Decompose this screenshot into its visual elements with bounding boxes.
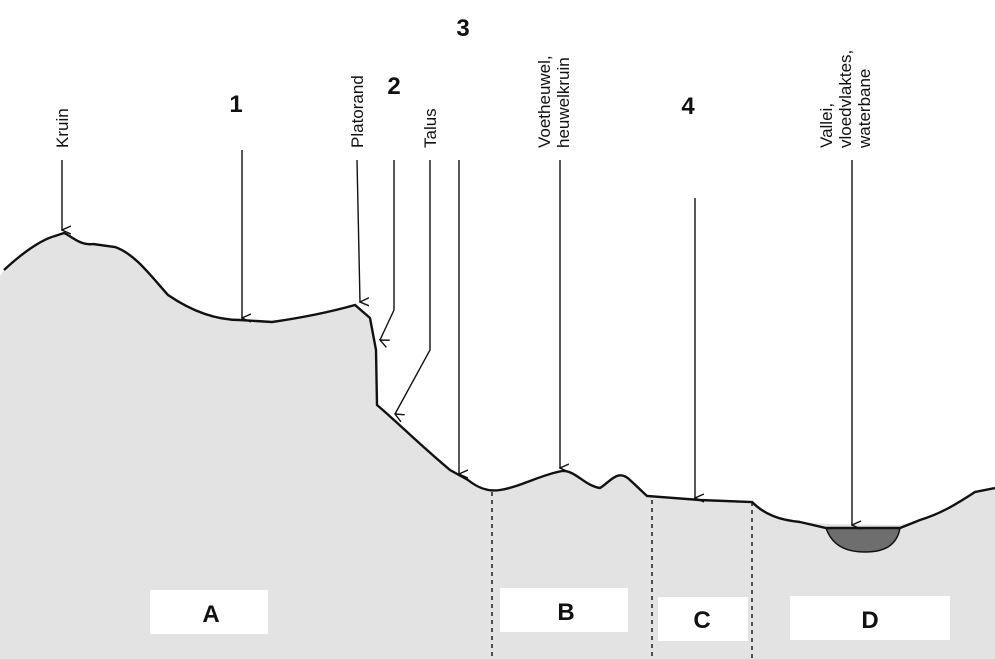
zone-label-c: C — [693, 607, 710, 634]
box-2 — [374, 62, 414, 100]
zone-box-d — [790, 596, 950, 640]
number-2: 2 — [387, 73, 400, 100]
label-talus: Talus — [421, 108, 440, 148]
label-vallei-line2: vloedvlaktes, — [836, 50, 855, 148]
zone-box-b — [500, 588, 628, 632]
number-3: 3 — [456, 15, 469, 42]
zone-label-a: A — [202, 601, 219, 628]
label-platorand: Platorand — [348, 75, 367, 148]
label-vallei-line3: waterbane — [855, 69, 874, 149]
arrow-platorand — [356, 159, 360, 302]
number-4: 4 — [681, 93, 695, 120]
label-voetheuwel-line2: heuwelkruin — [554, 57, 573, 148]
zone-label-b: B — [557, 599, 574, 626]
zone-box-c — [658, 597, 748, 641]
arrow-2 — [380, 160, 395, 340]
arrow-talus — [395, 160, 431, 414]
number-1: 1 — [229, 91, 242, 118]
box-3 — [445, 10, 481, 46]
box-1 — [207, 70, 265, 142]
ground-fill — [0, 233, 995, 659]
water-body — [824, 527, 901, 553]
label-kruin: Kruin — [53, 108, 72, 148]
zone-label-d: D — [861, 607, 878, 634]
zone-box-a — [150, 590, 268, 634]
label-vallei-line1: Vallei, — [817, 103, 836, 148]
box-4 — [660, 80, 720, 190]
label-voetheuwel-line1: Voetheuwel, — [535, 55, 554, 148]
